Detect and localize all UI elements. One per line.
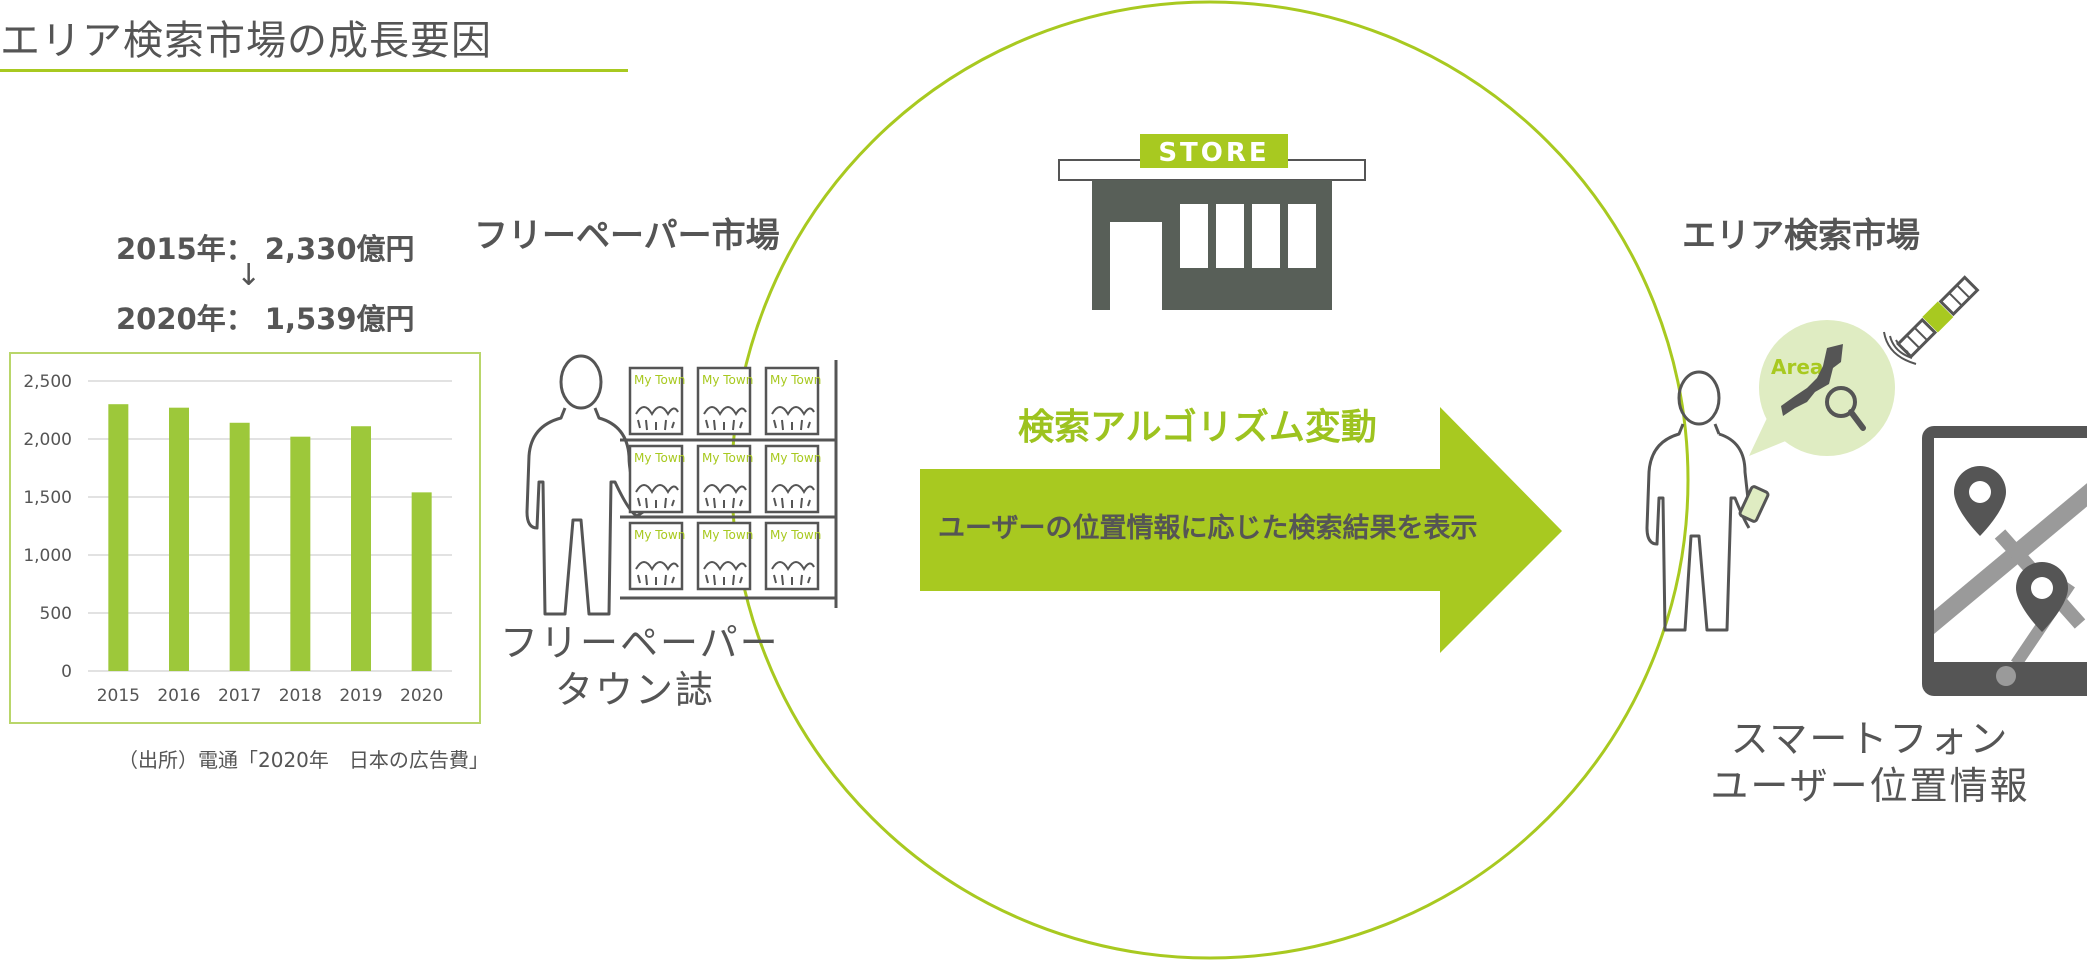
y-tick-label: 2,500 — [23, 372, 72, 392]
bar-chart: 0 500 1,000 1,500 2,000 2,500 2015 2016 2017 2018… — [23, 372, 452, 706]
source-note: （出所）電通「2020年 日本の広告費」 — [118, 748, 489, 772]
magazine-title: My Town — [634, 373, 685, 387]
bar-2019 — [351, 426, 371, 671]
magazine-title: My Town — [702, 373, 753, 387]
algorithm-label: 検索アルゴリズム変動 — [1018, 407, 1377, 448]
area-bubble: Area — [1749, 320, 1895, 456]
magazine-icon: My Town — [696, 444, 753, 514]
magazine-icon: My Town — [696, 366, 753, 436]
magazine-title: My Town — [770, 528, 821, 542]
page-title: エリア検索市場の成長要因 — [0, 18, 492, 64]
green-arrow — [920, 407, 1562, 653]
magazine-icon: My Town — [764, 366, 821, 436]
map-pin-icon — [2016, 562, 2068, 632]
magazine-icon: My Town — [628, 444, 685, 514]
y-tick-label: 1,000 — [23, 546, 72, 566]
freepaper-caption-line1: フリーペーパー — [500, 621, 780, 665]
magazine-title: My Town — [634, 528, 685, 542]
y-tick-label: 2,000 — [23, 430, 72, 450]
x-tick-label: 2015 — [97, 686, 140, 706]
down-arrow-icon: ↓ — [236, 258, 262, 293]
x-tick-label: 2017 — [218, 686, 261, 706]
magazine-icon: My Town — [628, 521, 685, 591]
x-tick-label: 2018 — [279, 686, 322, 706]
satellite-icon — [1883, 275, 1980, 365]
magazine-icon: My Town — [764, 444, 821, 514]
area-caption-line1: スマートフォン — [1730, 717, 2010, 761]
y-tick-label: 0 — [61, 662, 72, 682]
title-underline — [0, 69, 628, 72]
magnifier-icon — [1825, 386, 1857, 418]
store-sign-text: STORE — [1158, 138, 1269, 168]
bar-2020 — [411, 492, 432, 671]
magazine-rack-icon: My Town My Town My Town My Town My Town My To… — [620, 360, 838, 608]
bar-chart-frame — [9, 352, 481, 724]
freepaper-heading: フリーペーパー市場 — [474, 216, 780, 256]
magazine-icon: My Town — [628, 366, 685, 436]
bar-2016 — [169, 407, 189, 671]
bar-2018 — [290, 436, 311, 671]
magazine-icon: My Town — [764, 521, 821, 591]
area-caption-line2: ユーザー位置情報 — [1710, 764, 2030, 808]
magazine-icon: My Town — [696, 521, 753, 591]
stat-2015: 2015年： 2,330億円 — [116, 232, 415, 266]
magazine-title: My Town — [634, 451, 685, 465]
y-tick-label: 500 — [40, 604, 72, 624]
area-search-heading: エリア検索市場 — [1682, 216, 1920, 256]
area-search-caption: スマートフォン ユーザー位置情報 — [1700, 716, 2040, 810]
y-tick-label: 1,500 — [23, 488, 72, 508]
magazine-title: My Town — [702, 528, 753, 542]
magazine-title: My Town — [770, 373, 821, 387]
map-pin-icon — [1954, 466, 2006, 536]
stat-2020: 2020年： 1,539億円 — [116, 302, 415, 336]
magazine-title: My Town — [770, 451, 821, 465]
bar-2015 — [108, 404, 129, 671]
store-icon: STORE — [1058, 134, 1366, 310]
japan-map-icon — [1781, 344, 1843, 416]
x-tick-label: 2019 — [339, 686, 382, 706]
freepaper-caption-line2: タウン誌 — [554, 668, 715, 712]
magazine-title: My Town — [702, 451, 753, 465]
smartphone-map-icon — [1922, 426, 2087, 696]
bubble-label: Area — [1771, 355, 1823, 379]
bar-2017 — [229, 422, 250, 671]
x-tick-label: 2020 — [400, 686, 443, 706]
freepaper-caption: フリーペーパー タウン誌 — [500, 620, 780, 714]
x-tick-label: 2016 — [157, 686, 200, 706]
person-with-phone-icon — [1645, 370, 1770, 632]
arrow-text: ユーザーの位置情報に応じた検索結果を表示 — [938, 513, 1478, 544]
